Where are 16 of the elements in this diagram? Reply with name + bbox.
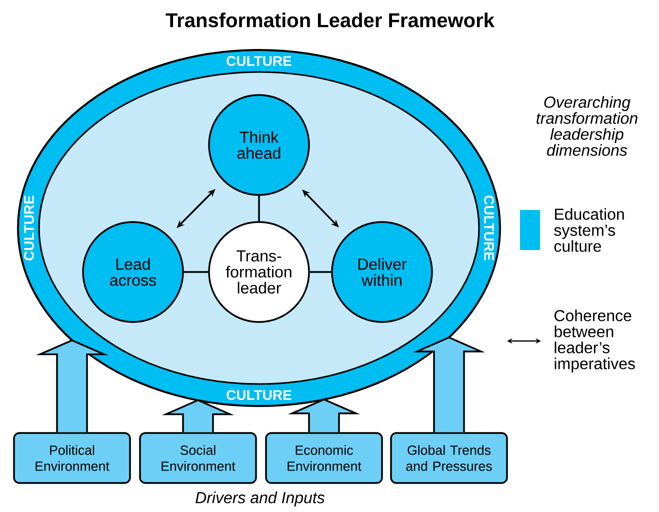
legend-text: Coherence between leader’s imperatives xyxy=(554,310,635,372)
title: Transformation Leader Framework xyxy=(166,12,494,28)
legend-heading: Overarching transformation leadership dimensions xyxy=(536,96,638,156)
block-arrow xyxy=(288,398,360,433)
driver-box: Economic Environment xyxy=(265,432,383,484)
connector-line xyxy=(184,271,208,273)
caption: Drivers and Inputs xyxy=(196,492,325,506)
connector-line xyxy=(258,196,260,222)
block-arrow xyxy=(412,336,486,433)
legend-text: Education system’s culture xyxy=(554,208,624,252)
block-arrow xyxy=(36,339,108,433)
driver-box: Social Environment xyxy=(139,432,257,484)
block-arrow xyxy=(162,399,234,433)
driver-box: Political Environment xyxy=(13,432,131,484)
driver-box: Global Trends and Pressures xyxy=(390,432,508,484)
connector-line xyxy=(310,271,332,273)
